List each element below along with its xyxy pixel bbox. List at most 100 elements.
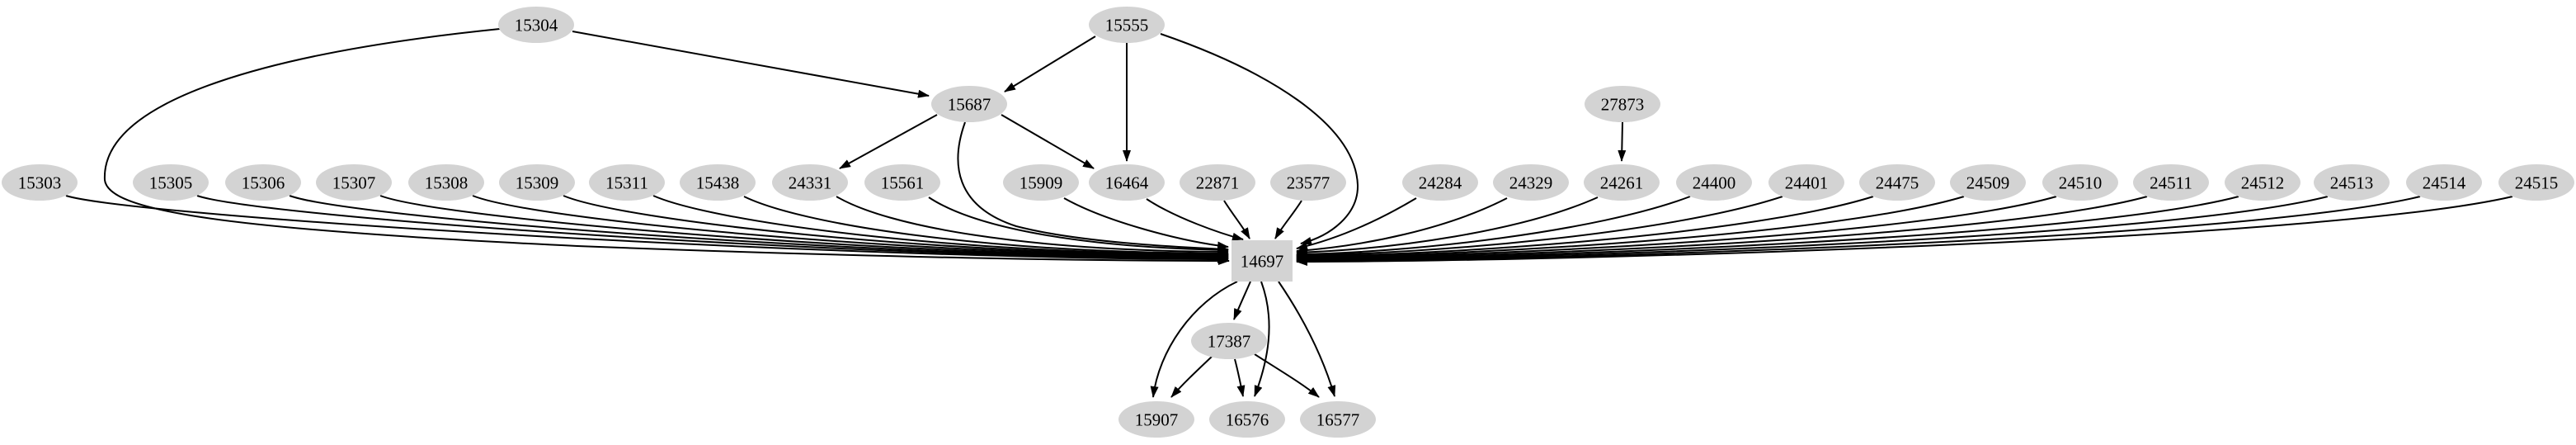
edge-24513-14697 (1296, 196, 2329, 264)
graph-node-15687: 15687 (931, 86, 1007, 122)
node-ellipse-shape (1493, 164, 1569, 201)
node-label-24331: 24331 (789, 173, 832, 192)
node-label-15561: 15561 (881, 173, 925, 192)
node-label-24509: 24509 (1966, 173, 2010, 192)
node-ellipse-shape (1180, 164, 1255, 201)
node-label-24475: 24475 (1876, 173, 1919, 192)
node-ellipse-shape (1089, 164, 1165, 201)
node-ellipse-shape (1270, 164, 1346, 201)
node-ellipse-shape (1676, 164, 1752, 201)
node-label-24400: 24400 (1693, 173, 1736, 192)
node-label-15909: 15909 (1020, 173, 1063, 192)
edge-15687-24331 (839, 114, 938, 169)
graph-node-15907: 15907 (1118, 401, 1194, 438)
node-label-15309: 15309 (516, 173, 559, 192)
node-label-15306: 15306 (242, 173, 285, 192)
edge-15307-14697 (379, 195, 1229, 261)
node-label-15307: 15307 (332, 173, 376, 192)
graph-node-24509: 24509 (1950, 164, 2026, 201)
graph-node-24513: 24513 (2314, 164, 2390, 201)
edge-24329-14697 (1296, 197, 1508, 255)
edge-24512-14697 (1296, 196, 2239, 263)
node-ellipse-shape (499, 164, 575, 201)
node-ellipse-shape (1191, 323, 1267, 359)
graph-node-23577: 23577 (1270, 164, 1346, 201)
node-label-27873: 27873 (1601, 94, 1645, 114)
graph-node-16576: 16576 (1209, 401, 1285, 438)
edge-15687-16464 (1001, 114, 1095, 169)
node-ellipse-shape (680, 164, 756, 201)
graph-node-24515: 24515 (2498, 164, 2574, 201)
edge-24400-14697 (1296, 196, 1691, 258)
graph-node-16464: 16464 (1089, 164, 1165, 201)
graph-node-14697: 14697 (1231, 240, 1293, 282)
node-ellipse-shape (589, 164, 665, 201)
node-ellipse-shape (1768, 164, 1844, 201)
edge-14697-16577 (1278, 281, 1336, 397)
graph-node-15909: 15909 (1003, 164, 1079, 201)
graph-node-15307: 15307 (316, 164, 392, 201)
node-label-24284: 24284 (1419, 173, 1462, 192)
node-ellipse-shape (1950, 164, 2026, 201)
edge-15438-14697 (743, 196, 1229, 258)
edge-22871-14697 (1223, 200, 1250, 239)
graph-node-24400: 24400 (1676, 164, 1752, 201)
node-label-15907: 15907 (1135, 409, 1179, 429)
node-label-24329: 24329 (1509, 173, 1553, 192)
node-ellipse-shape (1585, 86, 1660, 122)
node-ellipse-shape (1402, 164, 1478, 201)
node-ellipse-shape (408, 164, 484, 201)
edge-24475-14697 (1296, 196, 1874, 260)
edge-15555-15687 (1004, 36, 1096, 92)
edge-15308-14697 (472, 195, 1229, 260)
node-label-24511: 24511 (2150, 173, 2192, 192)
edge-15909-14697 (1063, 197, 1229, 250)
graph-node-15308: 15308 (408, 164, 484, 201)
graph-node-24475: 24475 (1859, 164, 1935, 201)
graph-node-24329: 24329 (1493, 164, 1569, 201)
node-ellipse-shape (931, 86, 1007, 122)
edge-15555-14697 (1160, 33, 1359, 245)
edge-15303-14697 (65, 195, 1229, 263)
node-label-24510: 24510 (2059, 173, 2103, 192)
graph-node-24512: 24512 (2225, 164, 2301, 201)
node-label-24514: 24514 (2423, 173, 2466, 192)
edge-24509-14697 (1296, 196, 1965, 261)
graph-node-15305: 15305 (133, 164, 209, 201)
node-ellipse-shape (772, 164, 848, 201)
graph-node-24284: 24284 (1402, 164, 1478, 201)
graph-node-24261: 24261 (1584, 164, 1660, 201)
node-ellipse-shape (1118, 401, 1194, 438)
node-label-16464: 16464 (1105, 173, 1149, 192)
edge-15309-14697 (563, 195, 1229, 259)
node-label-24261: 24261 (1600, 173, 1644, 192)
node-label-24513: 24513 (2330, 173, 2374, 192)
node-ellipse-shape (316, 164, 392, 201)
node-label-24401: 24401 (1785, 173, 1829, 192)
edge-17387-16577 (1254, 353, 1320, 398)
edge-14697-15907 (1150, 281, 1238, 398)
graph-node-24510: 24510 (2042, 164, 2118, 201)
node-ellipse-shape (864, 164, 940, 201)
node-ellipse-shape (2225, 164, 2301, 201)
edges-layer (65, 28, 2513, 398)
graph-node-15309: 15309 (499, 164, 575, 201)
graph-node-15311: 15311 (589, 164, 665, 201)
node-ellipse-shape (498, 7, 574, 43)
edge-24511-14697 (1296, 196, 2148, 263)
graph-node-24331: 24331 (772, 164, 848, 201)
node-ellipse-shape (133, 164, 209, 201)
node-label-15687: 15687 (948, 94, 991, 114)
node-label-15303: 15303 (18, 173, 62, 192)
edge-17387-16576 (1234, 358, 1246, 397)
edge-23577-14697 (1274, 200, 1302, 239)
node-ellipse-shape (2, 164, 78, 201)
node-ellipse-shape (1859, 164, 1935, 201)
edge-24514-14697 (1296, 196, 2421, 265)
edge-15561-14697 (928, 196, 1229, 254)
edge-14697-16576 (1254, 281, 1270, 397)
edge-24401-14697 (1296, 196, 1783, 259)
edge-15305-14697 (196, 195, 1229, 263)
